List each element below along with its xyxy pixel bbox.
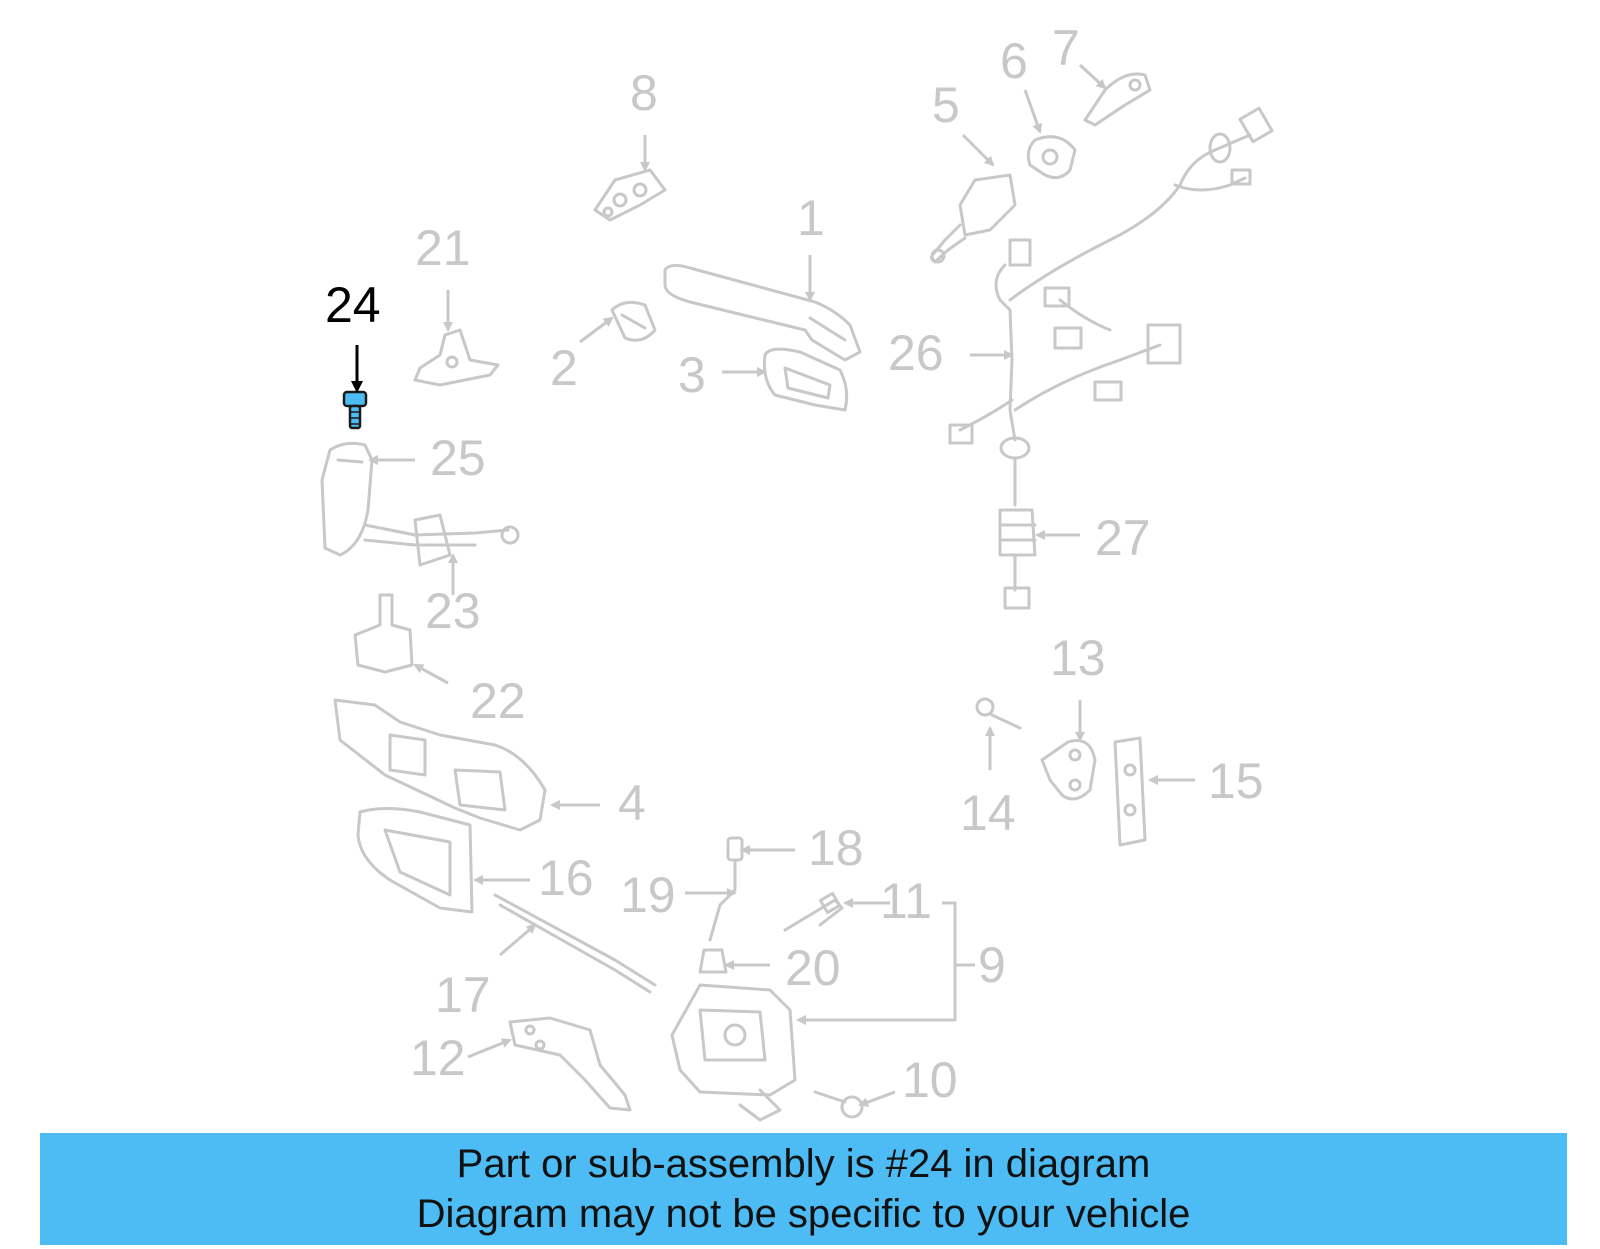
part-5-lock-cylinder — [930, 173, 1017, 264]
callout-5: 5 — [932, 77, 960, 133]
callout-15: 15 — [1208, 753, 1264, 809]
part-9-latch — [670, 983, 797, 1122]
part-15-plate — [1113, 736, 1147, 847]
part-19-rod — [698, 836, 744, 974]
part-7-lever — [1083, 72, 1152, 127]
part-11-clip — [783, 891, 844, 932]
callout-1: 1 — [797, 190, 825, 246]
callout-10: 10 — [902, 1052, 958, 1108]
part-12-bracket — [508, 1016, 632, 1112]
part-4-handle-carrier — [333, 698, 547, 832]
part-16-inner-handle — [356, 807, 474, 914]
part-3-bezel — [763, 347, 849, 412]
part-23-check-strap — [363, 513, 520, 567]
callout-21: 21 — [415, 220, 471, 276]
callout-14: 14 — [960, 785, 1016, 841]
callout-16: 16 — [538, 850, 594, 906]
part-25-cover — [320, 441, 374, 557]
callout-labels: 8 1 2 3 5 6 7 26 27 21 24 25 23 22 4 16 … — [325, 20, 1264, 1108]
callout-22: 22 — [470, 673, 526, 729]
callout-8: 8 — [630, 65, 658, 121]
callout-24: 24 — [325, 277, 381, 333]
callout-4: 4 — [618, 775, 646, 831]
part-22-bracket — [353, 593, 414, 674]
callout-9: 9 — [978, 937, 1006, 993]
callout-25: 25 — [430, 430, 486, 486]
callout-2: 2 — [550, 340, 578, 396]
callout-17: 17 — [435, 967, 491, 1023]
part-1-outer-handle — [663, 263, 862, 362]
banner-line-2: Diagram may not be specific to your vehi… — [416, 1192, 1191, 1236]
part-14-bolt — [975, 697, 1022, 730]
part-26-wiring-harness — [948, 106, 1274, 460]
callout-3: 3 — [678, 347, 706, 403]
callout-11: 11 — [880, 873, 932, 929]
callout-6: 6 — [1000, 33, 1028, 89]
callout-26: 26 — [888, 325, 944, 381]
part-27-grommet — [998, 458, 1037, 610]
part-8-key-fob — [593, 168, 667, 222]
callout-7: 7 — [1052, 20, 1080, 76]
info-banner: Part or sub-assembly is #24 in diagram D… — [40, 1133, 1567, 1245]
part-24-bolt — [342, 390, 368, 430]
part-13-striker-plate — [1040, 739, 1097, 801]
part-21-bracket — [413, 328, 500, 387]
part-6-cap — [1026, 135, 1077, 180]
callout-18: 18 — [808, 820, 864, 876]
part-10-bolt — [813, 1090, 864, 1119]
banner-line-1: Part or sub-assembly is #24 in diagram — [456, 1142, 1151, 1186]
part-2-gasket — [610, 300, 657, 342]
callout-12: 12 — [410, 1030, 466, 1086]
leader-lines — [351, 63, 1195, 1107]
callout-13: 13 — [1050, 630, 1106, 686]
callout-20: 20 — [785, 940, 841, 996]
part-17-rod — [493, 893, 657, 994]
callout-23: 23 — [425, 583, 481, 639]
callout-27: 27 — [1095, 510, 1151, 566]
callout-19: 19 — [620, 867, 676, 923]
